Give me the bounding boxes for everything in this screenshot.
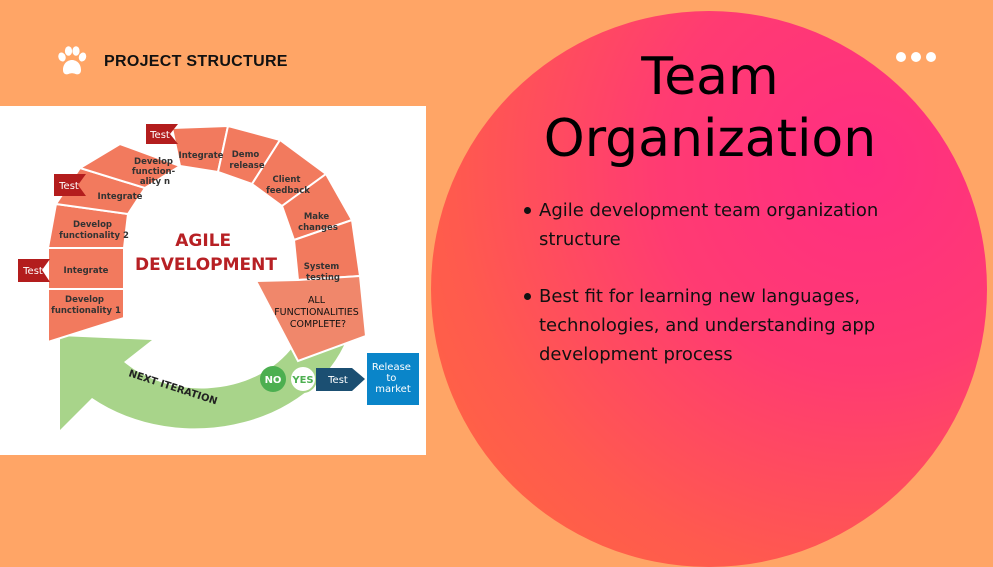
agile-development-title: AGILE DEVELOPMENT (135, 231, 277, 275)
test-flag: Test (146, 124, 178, 144)
title-circle-background (431, 11, 987, 567)
label-integrate-n: Integrate (179, 151, 224, 161)
yes-circle: YES (289, 365, 317, 393)
svg-text:Test: Test (58, 181, 79, 192)
next-iteration-arrow (60, 330, 350, 430)
dot-icon (926, 52, 936, 62)
segments-group (46, 124, 368, 363)
page-header-title: PROJECT STRUCTURE (104, 53, 288, 70)
svg-text:Release to mar: Release to market (372, 362, 414, 395)
test-flag: Test (18, 259, 50, 282)
dot-icon (896, 52, 906, 62)
label-demo-release: Demo release (229, 150, 264, 171)
label-integrate-1: Integrate (64, 266, 109, 276)
no-circle: NO (260, 366, 286, 392)
header: PROJECT STRUCTURE (54, 44, 288, 80)
segment-question-tip (254, 274, 368, 363)
label-make-changes: Make changes (298, 212, 338, 233)
label-develop-functionality-n: Develop function- ality n (132, 157, 178, 187)
release-to-market-box: Release to market (367, 353, 419, 405)
label-develop-functionality-1: Develop functionality 1 (51, 295, 121, 316)
label-system-testing: System testing (304, 262, 342, 283)
functionalities-question: ALL FUNCTIONALITIES COMPLETE? (274, 295, 362, 330)
agile-diagram-svg: NEXT ITERATION Develop functionality 1 I… (18, 124, 419, 430)
svg-text:NO: NO (265, 375, 282, 386)
more-options-icon[interactable] (896, 49, 940, 65)
bullet-item: Best fit for learning new languages, tec… (522, 282, 942, 369)
bullet-item: Agile development team organization stru… (522, 196, 942, 254)
svg-text:Test: Test (22, 266, 43, 277)
label-integrate-2: Integrate (98, 192, 143, 202)
slide-title-line1: Team (641, 47, 779, 107)
svg-text:Test: Test (149, 130, 170, 141)
svg-text:YES: YES (291, 375, 313, 386)
agile-diagram: NEXT ITERATION Develop functionality 1 I… (0, 106, 426, 455)
test-flag: Test (54, 174, 86, 196)
slide-title: Team Organization (520, 46, 900, 170)
svg-text:Test: Test (327, 375, 348, 386)
label-client-feedback: Client feedback (266, 175, 310, 196)
dot-icon (911, 52, 921, 62)
bullet-list: Agile development team organization stru… (522, 196, 942, 397)
slide-title-line2: Organization (543, 109, 877, 169)
test-arrow: Test (316, 368, 365, 391)
paw-icon (58, 46, 87, 75)
segment-develop-functionality-n (77, 142, 183, 190)
label-develop-functionality-2: Develop functionality 2 (59, 220, 129, 241)
